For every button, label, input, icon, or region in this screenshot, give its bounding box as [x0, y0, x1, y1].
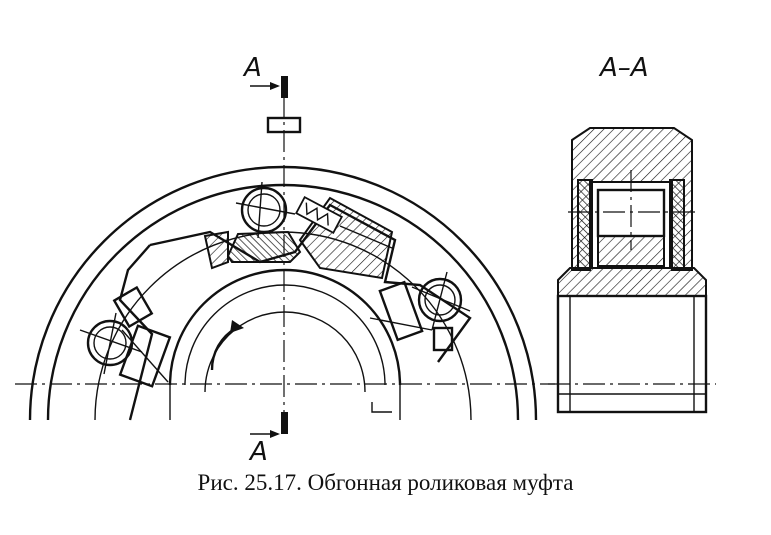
- section-label-bottom: А: [248, 437, 268, 467]
- keyway: [371, 402, 392, 413]
- pusher-right: [369, 280, 454, 352]
- outer-race: [28, 165, 538, 421]
- roller-right: [411, 271, 471, 331]
- hub-inner: [184, 284, 386, 386]
- rotation-arrowhead: [230, 320, 244, 333]
- section-view: А–А: [548, 53, 716, 414]
- pusher-left: [112, 285, 172, 388]
- section-hub-body: [556, 294, 708, 414]
- section-side-plate-left: [577, 179, 593, 269]
- figure-caption: Рис. 25.17. Обгонная роликовая муфта: [197, 470, 574, 495]
- front-view: А А: [15, 53, 555, 467]
- roller-top: [235, 181, 296, 239]
- section-label-top: А: [242, 53, 262, 83]
- cam-block: [226, 230, 302, 263]
- cam-left-segment: [203, 230, 229, 270]
- section-hub-top: [557, 267, 707, 297]
- cut-mark-top: [281, 76, 288, 98]
- rotation-arrow: [210, 326, 237, 371]
- section-view-title: А–А: [598, 53, 649, 83]
- cut-mark-bottom: [281, 412, 288, 434]
- hub-bore: [204, 311, 366, 393]
- hub-outer: [168, 268, 402, 386]
- outer-race-inner-edge: [46, 183, 520, 421]
- section-side-plate-right: [669, 179, 685, 269]
- spring-top: [295, 195, 393, 249]
